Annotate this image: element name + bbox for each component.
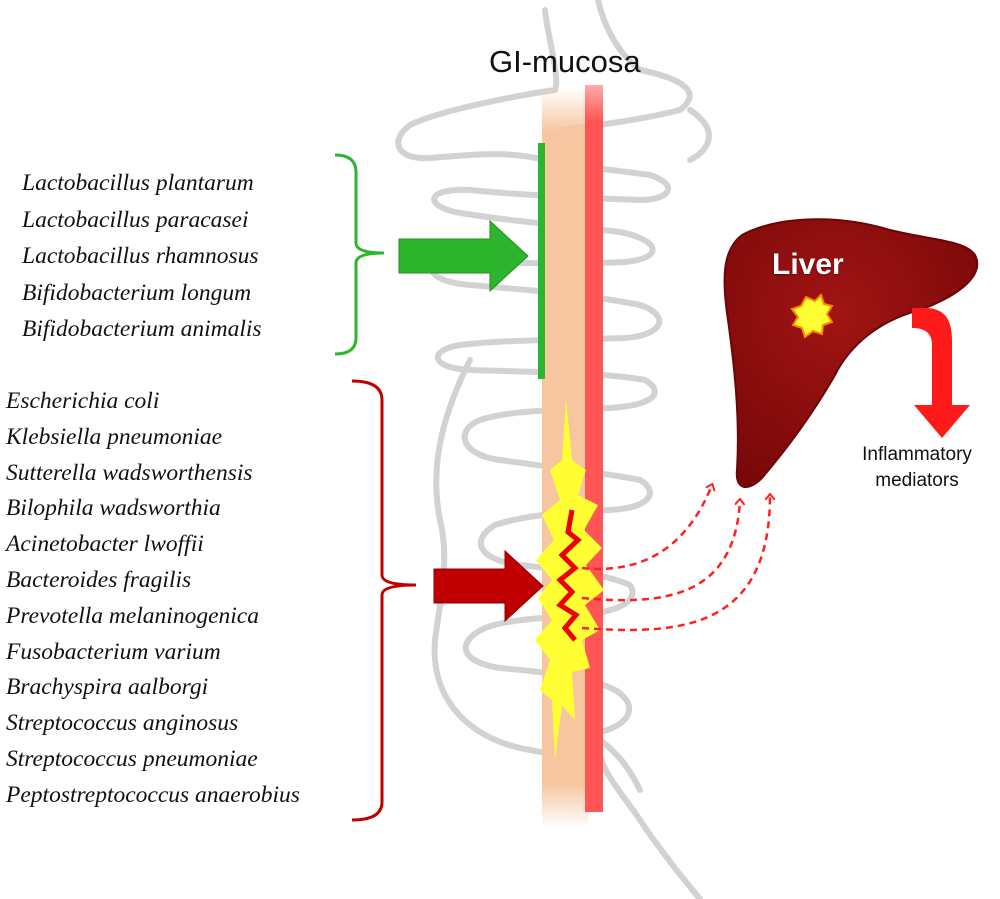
beneficial-bacteria-list: Lactobacillus plantarum Lactobacillus pa… (22, 165, 262, 345)
liver-lesion-icon (790, 293, 834, 339)
beneficial-bacterium: Bifidobacterium animalis (22, 316, 262, 342)
inflammatory-output-arrow (912, 308, 970, 438)
translocation-arrows (581, 485, 770, 632)
mucosa-label: GI-mucosa (489, 44, 641, 79)
inflammatory-mediators-label: Inflammatory mediators (862, 444, 972, 491)
harmful-bacterium: Brachyspira aalborgi (6, 674, 209, 701)
harmful-bracket (351, 379, 417, 822)
beneficial-bacterium: Lactobacillus rhamnosus (22, 243, 259, 269)
harmful-bacterium: Peptostreptococcus anaerobius (6, 781, 300, 808)
harmful-bacterium: Prevotella melaninogenica (6, 602, 259, 629)
harmful-bacteria-list: Escherichia coli Klebsiella pneumoniae S… (6, 384, 300, 814)
harmful-bacterium: Acinetobacter lwoffii (6, 531, 204, 558)
beneficial-bracket (334, 153, 385, 356)
translocation-arrow-3 (581, 495, 770, 632)
harmful-bacterium: Bacteroides fragilis (6, 566, 192, 593)
translocation-arrow-2 (581, 500, 740, 602)
liver-shape (723, 218, 978, 488)
mucosa-inner-layer (585, 85, 603, 812)
harmful-bacterium: Escherichia coli (6, 388, 160, 414)
harmful-bacterium: Streptococcus pneumoniae (6, 745, 258, 772)
beneficial-bacterium: Bifidobacterium longum (22, 279, 252, 306)
harmful-bacterium: Streptococcus anginosus (6, 710, 239, 737)
harmful-bacterium: Klebsiella pneumoniae (6, 423, 223, 450)
harmful-bacterium: Bilophila wadsworthia (6, 495, 221, 522)
beneficial-bacterium: Lactobacillus plantarum (22, 170, 254, 196)
mucosa-lesion (556, 509, 582, 642)
liver-label: Liver (772, 248, 844, 281)
harmful-bacterium: Sutterella wadsworthensis (6, 459, 253, 486)
beneficial-bacterium: Lactobacillus paracasei (22, 206, 249, 233)
harmful-bacterium: Fusobacterium varium (6, 638, 221, 665)
intestine-outline (395, 0, 712, 899)
harmful-arrow (433, 549, 544, 623)
beneficial-arrow (398, 219, 529, 293)
inflammation-burst (535, 398, 604, 760)
translocation-arrow-1 (581, 485, 712, 571)
beneficial-barrier-line (538, 143, 545, 379)
